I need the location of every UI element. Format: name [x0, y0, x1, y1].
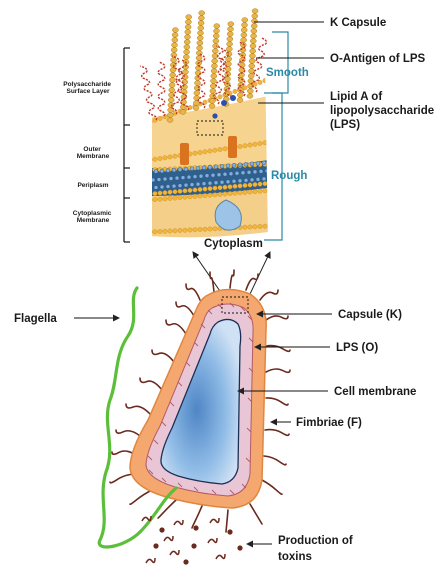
- label-toxins: Production of toxins: [278, 535, 356, 563]
- layer-bracket: [124, 48, 130, 242]
- label-fimbriae: Fimbriae (F): [296, 417, 362, 429]
- smooth-rough-bracket: [264, 32, 288, 240]
- label-periplasm: Periplasm: [77, 182, 108, 189]
- lipid-a-marker: [221, 100, 227, 106]
- membrane-inset: Polysaccharide Surface Layer Outer Membr…: [63, 9, 434, 250]
- label-smooth: Smooth: [266, 67, 309, 79]
- label-k-capsule: K Capsule: [330, 17, 386, 29]
- inset-pointers: [254, 22, 324, 103]
- label-rough: Rough: [271, 170, 307, 182]
- porin-protein: [228, 136, 237, 158]
- label-lipid-a: Lipid A of lipopolysaccharide (LPS): [330, 91, 434, 131]
- label-flagella: Flagella: [14, 313, 57, 325]
- lipid-a-marker: [230, 95, 236, 101]
- label-cytoplasm: Cytoplasm: [204, 238, 263, 250]
- label-outer-membrane: Outer Membrane: [77, 146, 110, 160]
- label-cell-membrane: Cell membrane: [334, 386, 416, 398]
- porin-protein: [180, 143, 189, 165]
- zoom-arrows: [193, 252, 270, 294]
- label-polysaccharide-layer: Polysaccharide Surface Layer: [63, 81, 113, 95]
- label-lps: LPS (O): [336, 342, 378, 354]
- label-cytoplasmic-membrane: Cytoplasmic Membrane: [73, 210, 113, 224]
- lipid-a-marker: [212, 113, 217, 118]
- label-o-antigen: O-Antigen of LPS: [330, 53, 426, 65]
- label-capsule: Capsule (K): [338, 309, 402, 321]
